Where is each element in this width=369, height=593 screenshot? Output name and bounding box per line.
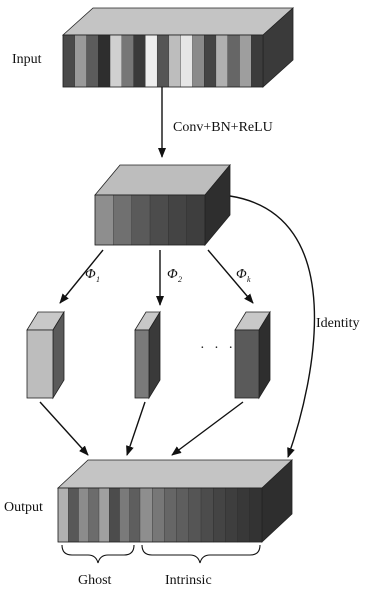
ghost-channel-slice (68, 487, 79, 543)
phi2-symbol: Φ (167, 267, 178, 282)
ghost-channel-slice (57, 487, 69, 543)
ghost-map-1 (26, 310, 65, 400)
input-channel-slice (145, 34, 158, 88)
output-intrinsic-channel-slice (249, 487, 263, 543)
input-channel-slice (98, 34, 111, 88)
phi1-symbol: Φ (85, 267, 96, 282)
ghost-channel-slice (109, 487, 120, 543)
intrinsic-label: Intrinsic (165, 573, 212, 588)
output-intrinsic-channel-slice (176, 487, 190, 543)
ghost-map-k (234, 310, 271, 400)
output-intrinsic-channel-slice (152, 487, 165, 543)
input-channel-slice (133, 34, 146, 88)
input-channel-slice (156, 34, 170, 88)
intrinsic-brace (141, 544, 261, 564)
output-intrinsic-channel-slice (225, 487, 239, 543)
output-intrinsic-channel-slice (188, 487, 202, 543)
output-intrinsic-channel-slice (237, 487, 251, 543)
intrinsic-channel-slice (186, 194, 206, 246)
input-channel-slice (109, 34, 123, 88)
phi1-subscript: 1 (96, 275, 100, 284)
phik-symbol: Φ (236, 267, 247, 282)
phik-arrow (207, 249, 254, 304)
output-label: Output (4, 500, 43, 515)
map2-to-output-arrow (126, 401, 146, 456)
input-channel-slice (62, 34, 76, 88)
input-channel-slice (251, 34, 264, 88)
input-channel-slice (227, 34, 240, 88)
ghost-brace (61, 544, 135, 564)
input-channel-slice (121, 34, 135, 88)
ghost-channel-slice (129, 487, 141, 543)
ellipsis: · · · (200, 341, 236, 356)
input-channel-slice (239, 34, 252, 88)
input-channel-slice (180, 34, 193, 88)
input-channel-slice (74, 34, 87, 88)
phi1-arrow (59, 249, 104, 304)
phi2-subscript: 2 (178, 275, 182, 284)
ghost-label: Ghost (78, 573, 112, 588)
output-intrinsic-channel-slice (200, 487, 214, 543)
map1-to-output-arrow (39, 401, 89, 456)
output-intrinsic-channel-slice (164, 487, 178, 543)
ghost-channel-slice (119, 487, 131, 543)
input-channel-slice (168, 34, 182, 88)
identity-arrow (229, 195, 316, 458)
output-tensor (56, 459, 294, 543)
intrinsic-channel-slice (113, 194, 133, 246)
input-channel-slice (204, 34, 217, 88)
conv-label: Conv+BN+ReLU (173, 120, 273, 135)
ghost-channel-slice (88, 487, 100, 543)
intrinsic-tensor (94, 163, 231, 247)
mapk-to-output-arrow (171, 401, 244, 456)
ghost-channel-slice (78, 487, 90, 543)
intrinsic-channel-slice (131, 194, 151, 246)
output-intrinsic-channel-slice (213, 487, 226, 543)
output-intrinsic-channel-slice (139, 487, 153, 543)
ghost-map-2 (134, 310, 161, 400)
input-channel-slice (192, 34, 205, 88)
input-tensor (61, 7, 295, 88)
input-channel-slice (215, 34, 229, 88)
identity-label: Identity (316, 316, 360, 331)
input-channel-slice (86, 34, 99, 88)
input-label: Input (12, 52, 42, 67)
intrinsic-channel-slice (94, 194, 114, 246)
intrinsic-channel-slice (149, 194, 169, 246)
ghost-channel-slice (98, 487, 110, 543)
intrinsic-channel-slice (168, 194, 188, 246)
phik-subscript: k (247, 275, 251, 284)
